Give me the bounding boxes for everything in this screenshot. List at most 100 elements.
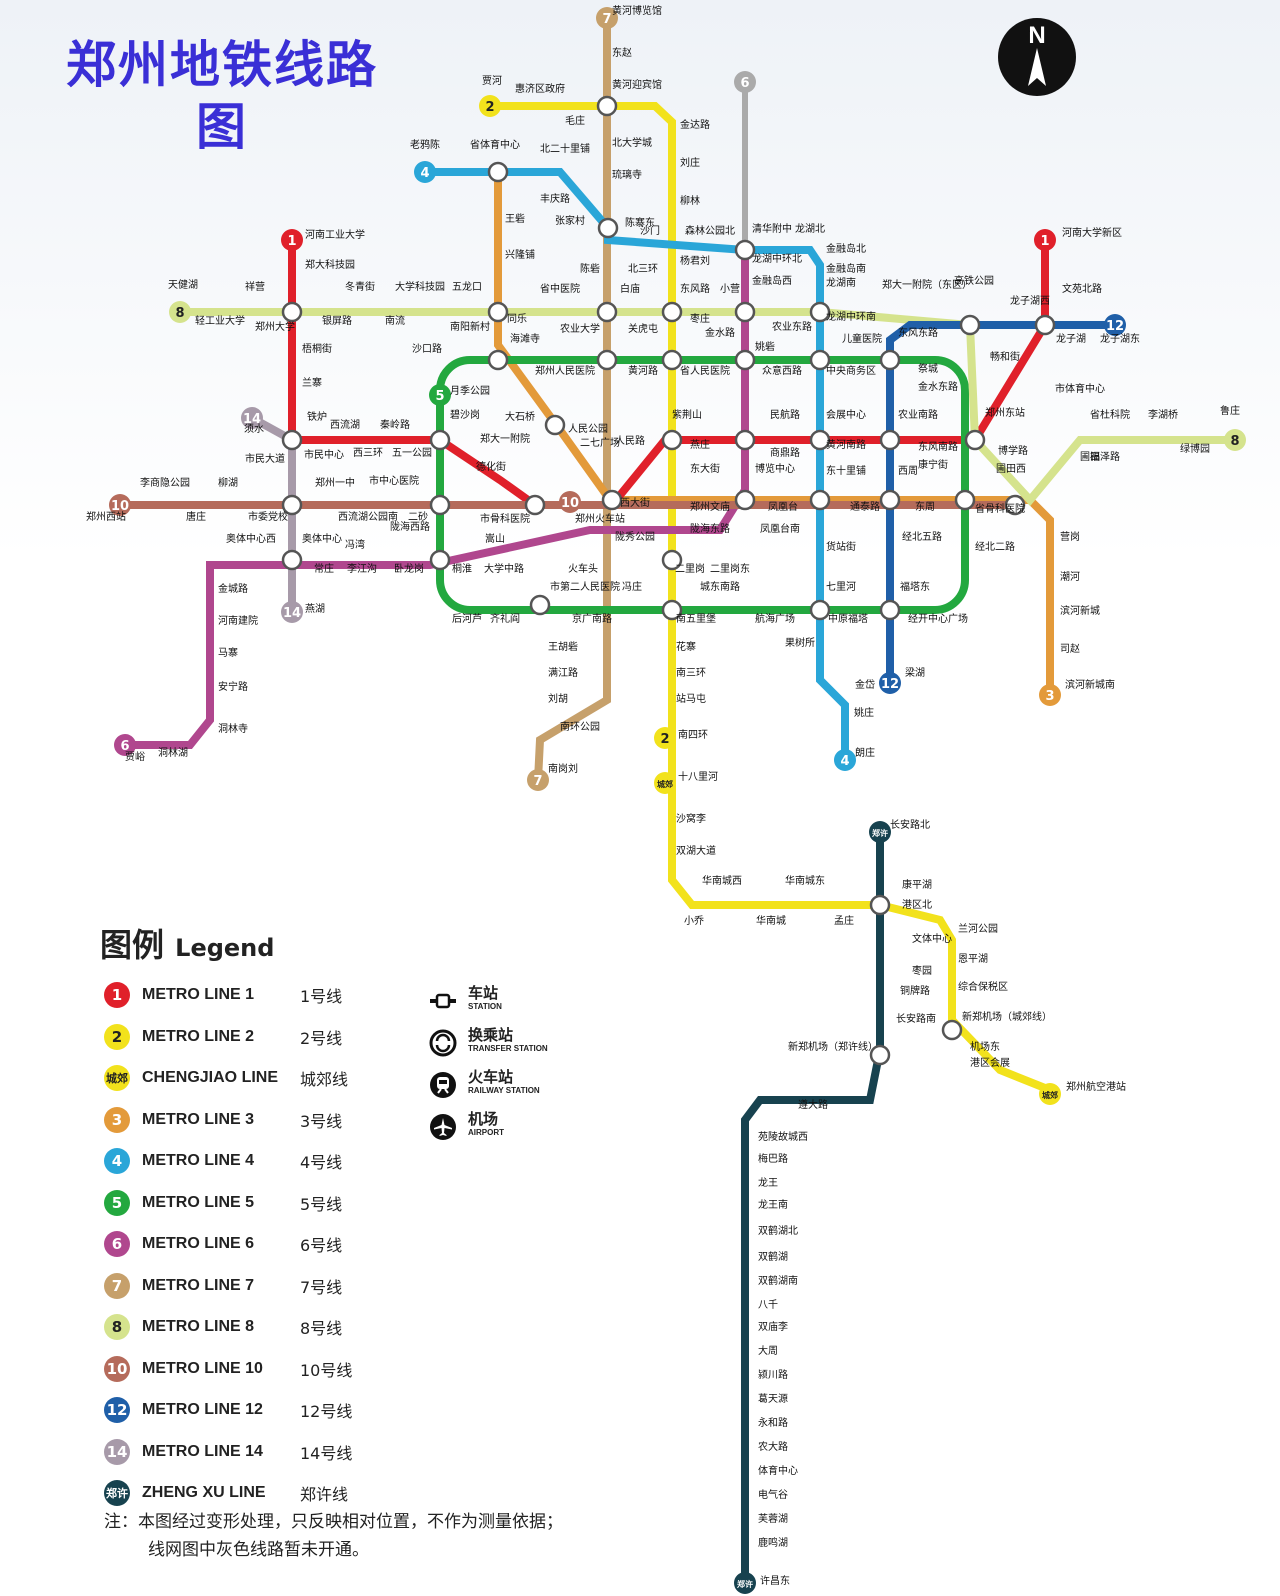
station-label: 龙王南: [758, 1198, 788, 1211]
station-label: 滨河新城南: [1065, 678, 1115, 691]
station-label: 农业南路: [898, 408, 938, 421]
svg-text:2: 2: [660, 732, 669, 747]
station-label: 冯湾: [345, 538, 365, 551]
station-label: 恩平湖: [958, 953, 988, 965]
station-label: 燕庄: [690, 438, 710, 451]
station-label: 德化街: [476, 460, 506, 473]
station-label: 西大街: [620, 496, 650, 509]
station-label: 紫荆山: [672, 408, 702, 421]
station-label: 市委党校: [248, 510, 288, 523]
railway-icon: [428, 1070, 458, 1100]
station-label: 中原福塔: [828, 612, 868, 625]
station-label: 省骨科医院: [975, 502, 1025, 515]
legend-line-badge: 7: [104, 1272, 130, 1299]
station-label: 双鹤湖南: [758, 1274, 798, 1287]
station-label: 金融岛西: [752, 274, 792, 287]
station-label: 华南城西: [702, 874, 742, 887]
station-label: 梅巴路: [758, 1152, 788, 1165]
station-label: 凤凰台南: [760, 522, 800, 535]
station-label: 王胡砦: [548, 640, 578, 653]
legend-line-name-en: METRO LINE 7: [142, 1276, 255, 1294]
legend-line-name-en: ZHENG XU LINE: [142, 1484, 266, 1501]
station-label: 省中医院: [540, 282, 580, 295]
legend-symbol-cn: 车站: [468, 984, 499, 1002]
station-label: 黄河博览馆: [612, 4, 662, 17]
station-label: 二里岗东: [710, 562, 750, 575]
station-label: 琉璃寺: [612, 168, 642, 181]
station-label: 金城路: [218, 582, 248, 595]
station-label: 龙子湖东: [1100, 332, 1140, 345]
station-label: 枣庄: [690, 312, 710, 325]
station-label: 碧沙岗: [450, 409, 480, 421]
station-label: 银屏路: [322, 314, 352, 327]
station-label: 常庄: [314, 562, 334, 575]
station-label: 海滩寺: [510, 332, 540, 345]
station-label: 西流湖公园南: [338, 510, 398, 523]
station-label: 后河芦: [452, 613, 482, 625]
station-label: 市民大道: [245, 452, 285, 465]
legend-line-name-en: METRO LINE 12: [142, 1401, 263, 1418]
station-label: 农大路: [758, 1440, 788, 1453]
svg-text:城郊: 城郊: [1042, 1090, 1058, 1100]
station-label: 郑州西站: [86, 510, 126, 523]
station-label: 南五里堡: [676, 612, 716, 625]
svg-text:10: 10: [111, 499, 129, 514]
station-label: 滨河新城: [1060, 604, 1100, 617]
station-label: 二七广场: [580, 436, 620, 449]
station-label: 李江沟: [347, 562, 377, 575]
station-label: 陇海东路: [690, 522, 730, 535]
station-label: 司赵: [1060, 642, 1080, 655]
station-label: 华南城: [756, 914, 786, 927]
zheng-xu-line-path: [741, 832, 884, 1580]
legend-line-badge: 郑许: [104, 1480, 130, 1506]
station-label: 毛庄: [565, 114, 585, 127]
station-label: 西三环: [353, 448, 383, 459]
station-label: 沙口路: [412, 342, 442, 355]
note-line-2: 线网图中灰色线路暂未开通。: [148, 1540, 369, 1560]
svg-text:郑许: 郑许: [872, 828, 888, 838]
station-label: 李商隐公园: [140, 476, 190, 489]
station-label: 龙湖南: [826, 276, 856, 289]
station-label: 会展中心: [826, 408, 866, 421]
svg-text:12: 12: [1106, 319, 1124, 334]
station-label: 市中心医院: [369, 474, 419, 487]
station-label: 金融岛南: [826, 262, 866, 275]
station-label: 大周: [758, 1344, 778, 1357]
station-label: 李湖桥: [1148, 408, 1178, 421]
station-label: 郑州东站: [985, 406, 1025, 419]
station-label: 市体育中心: [1055, 382, 1105, 395]
station-label: 祥营: [245, 280, 265, 293]
station-label: 芙蓉湖: [758, 1512, 788, 1525]
station-label: 老鸦陈: [410, 138, 440, 151]
station-label: 新郑机场（城郊线）: [962, 1010, 1052, 1023]
station-label: 南四环: [678, 728, 708, 741]
station-label: 颍川路: [758, 1368, 788, 1381]
station-label: 商鼎路: [770, 446, 800, 459]
station-label: 丰庆路: [540, 192, 570, 205]
station-label: 陈寨东: [625, 216, 655, 229]
station-label: 经开中心广场: [908, 612, 968, 625]
station-label: 黄河南路: [826, 438, 866, 451]
station-label: 中央商务区: [826, 364, 876, 377]
station-label: 梧桐街: [302, 342, 332, 355]
station-label: 祭城: [918, 363, 938, 375]
station-label: 东大街: [690, 462, 720, 475]
station-label: 沙窝李: [676, 812, 706, 825]
legend-line-name-en: METRO LINE 8: [142, 1318, 255, 1335]
station-label: 潮河: [1060, 570, 1080, 583]
station-label: 郑州文庙: [690, 500, 730, 513]
station-label: 遵大路: [798, 1098, 828, 1111]
station-label: 双鹤湖北: [758, 1224, 798, 1237]
station-label: 孟庄: [834, 914, 854, 927]
legend-title: 图例 Legend: [100, 920, 274, 966]
station-label: 电气谷: [758, 1488, 788, 1501]
station-label: 五一公园: [392, 447, 432, 459]
station-label: 体育中心: [758, 1464, 798, 1477]
station-label: 南岗刘: [548, 762, 578, 775]
station-label: 奥体中心: [302, 532, 342, 545]
